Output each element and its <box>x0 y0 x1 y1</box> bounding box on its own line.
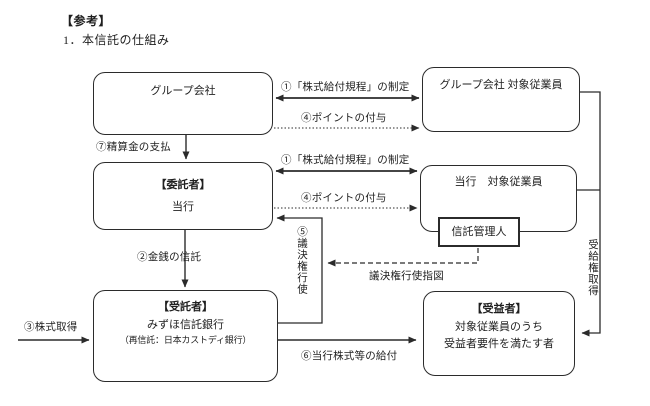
label-voting-rights-exercise: ⑤議決権行使 <box>296 226 307 295</box>
box-group-company: グループ会社 <box>93 72 273 135</box>
box-beneficiary-line2: 受益者要件を満たす者 <box>444 338 554 350</box>
label-benefit-right-acquisition: 受給権取得 <box>587 239 598 297</box>
box-beneficiary-line1: 対象従業員のうち <box>455 320 543 333</box>
label-stock-benefit: ⑥当行株式等の給付 <box>301 351 398 362</box>
label-points-grant-top: ④ポイントの付与 <box>301 113 387 124</box>
box-beneficiary-title: 【受益者】 <box>471 303 527 315</box>
box-settlor-title: 【委託者】 <box>155 179 211 191</box>
box-trust-administrator: 信託管理人 <box>438 217 520 247</box>
label-rule-establishment-mid: ①「株式給付規程」の制定 <box>281 155 410 166</box>
box-settlor-name: 当行 <box>172 200 194 213</box>
box-settlor: 【委託者】 当行 <box>93 162 273 230</box>
arrow-benefit-right-acquisition <box>580 91 601 337</box>
box-group-company-label: グループ会社 <box>150 85 216 97</box>
box-group-company-employees-label: グループ会社 対象従業員 <box>439 79 563 91</box>
label-stock-acquisition: ③株式取得 <box>24 322 78 333</box>
label-rule-establishment-top: ①「株式給付規程」の制定 <box>281 82 410 93</box>
box-trustee: 【受託者】 みずほ信託銀行 （再信託：日本カストディ銀行） <box>93 290 278 382</box>
box-trustee-note: （再信託：日本カストディ銀行） <box>119 335 252 345</box>
label-settlement-payment: ⑦精算金の支払 <box>96 142 171 153</box>
label-points-grant-mid: ④ポイントの付与 <box>301 193 387 204</box>
box-trustee-name: みずほ信託銀行 <box>147 318 224 331</box>
label-money-trust: ②金銭の信託 <box>137 252 202 263</box>
label-voting-instruction: 議決権行使指図 <box>369 271 444 282</box>
box-group-company-employees: グループ会社 対象従業員 <box>422 67 580 132</box>
box-bank-employees-label: 当行 対象従業員 <box>454 176 543 188</box>
arrow-voting-instruction <box>327 248 479 267</box>
box-trust-administrator-label: 信託管理人 <box>451 225 507 238</box>
page-title: 【参考】 <box>61 14 112 28</box>
box-beneficiary: 【受益者】 対象従業員のうち 受益者要件を満たす者 <box>423 291 575 376</box>
page-subtitle: 1．本信託の仕組み <box>63 33 170 47</box>
arrow-voting-rights-exercise <box>276 214 323 324</box>
box-trustee-title: 【受託者】 <box>158 301 213 313</box>
